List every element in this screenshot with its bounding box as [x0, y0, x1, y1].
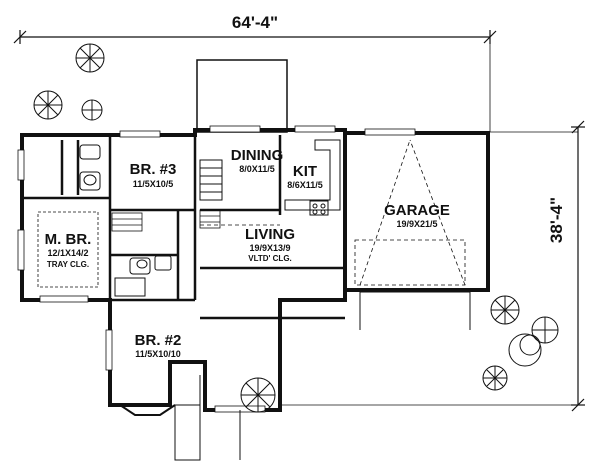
room-bedroom-3-size: 11/5X10/5	[132, 179, 174, 189]
room-garage-name: GARAGE	[384, 202, 450, 219]
room-kitchen-size: 8/6X11/5	[287, 180, 323, 190]
closets	[111, 209, 221, 232]
landscape-shrubs	[33, 43, 559, 413]
shrub-entry	[240, 377, 276, 413]
tray-ceiling-outline	[37, 211, 99, 288]
room-dining-size: 8/0X11/5	[239, 164, 275, 174]
room-bedroom-3-name: BR. #3	[129, 161, 177, 178]
room-dining-name: DINING	[230, 147, 284, 164]
shrub-bottom-right	[482, 295, 559, 391]
bath-fixtures	[79, 144, 172, 297]
room-living-note: VLTD' CLG.	[248, 254, 292, 263]
room-bedroom-2-size: 11/5X10/10	[135, 349, 181, 359]
front-stoop	[196, 59, 288, 133]
room-living-name: LIVING	[244, 226, 295, 243]
interior-walls	[22, 135, 345, 320]
overall-depth-dimension-line	[571, 120, 585, 412]
stairs	[199, 159, 223, 201]
room-kitchen-name: KIT	[292, 163, 318, 180]
bay-window	[119, 404, 176, 416]
shrub-top-left	[33, 43, 105, 121]
overall-width-label: 64'-4"	[231, 13, 279, 32]
room-living-size: 19/9X13/9	[249, 243, 291, 253]
windows	[17, 125, 416, 413]
garage-outline	[345, 131, 490, 292]
room-bedroom-2-name: BR. #2	[134, 332, 182, 349]
kitchen-counters	[284, 139, 341, 216]
room-master-bedroom-name: M. BR.	[44, 231, 92, 248]
room-master-bedroom-note: TRAY CLG.	[46, 260, 90, 269]
overall-depth-label: 38'-4"	[547, 196, 566, 244]
entry-walkway	[174, 375, 241, 461]
overall-width-dimension-line	[13, 30, 497, 44]
room-master-bedroom-size: 12/1X14/2	[47, 248, 89, 258]
garage-roof-lines	[354, 139, 466, 286]
room-garage-size: 19/9X21/5	[396, 219, 438, 229]
